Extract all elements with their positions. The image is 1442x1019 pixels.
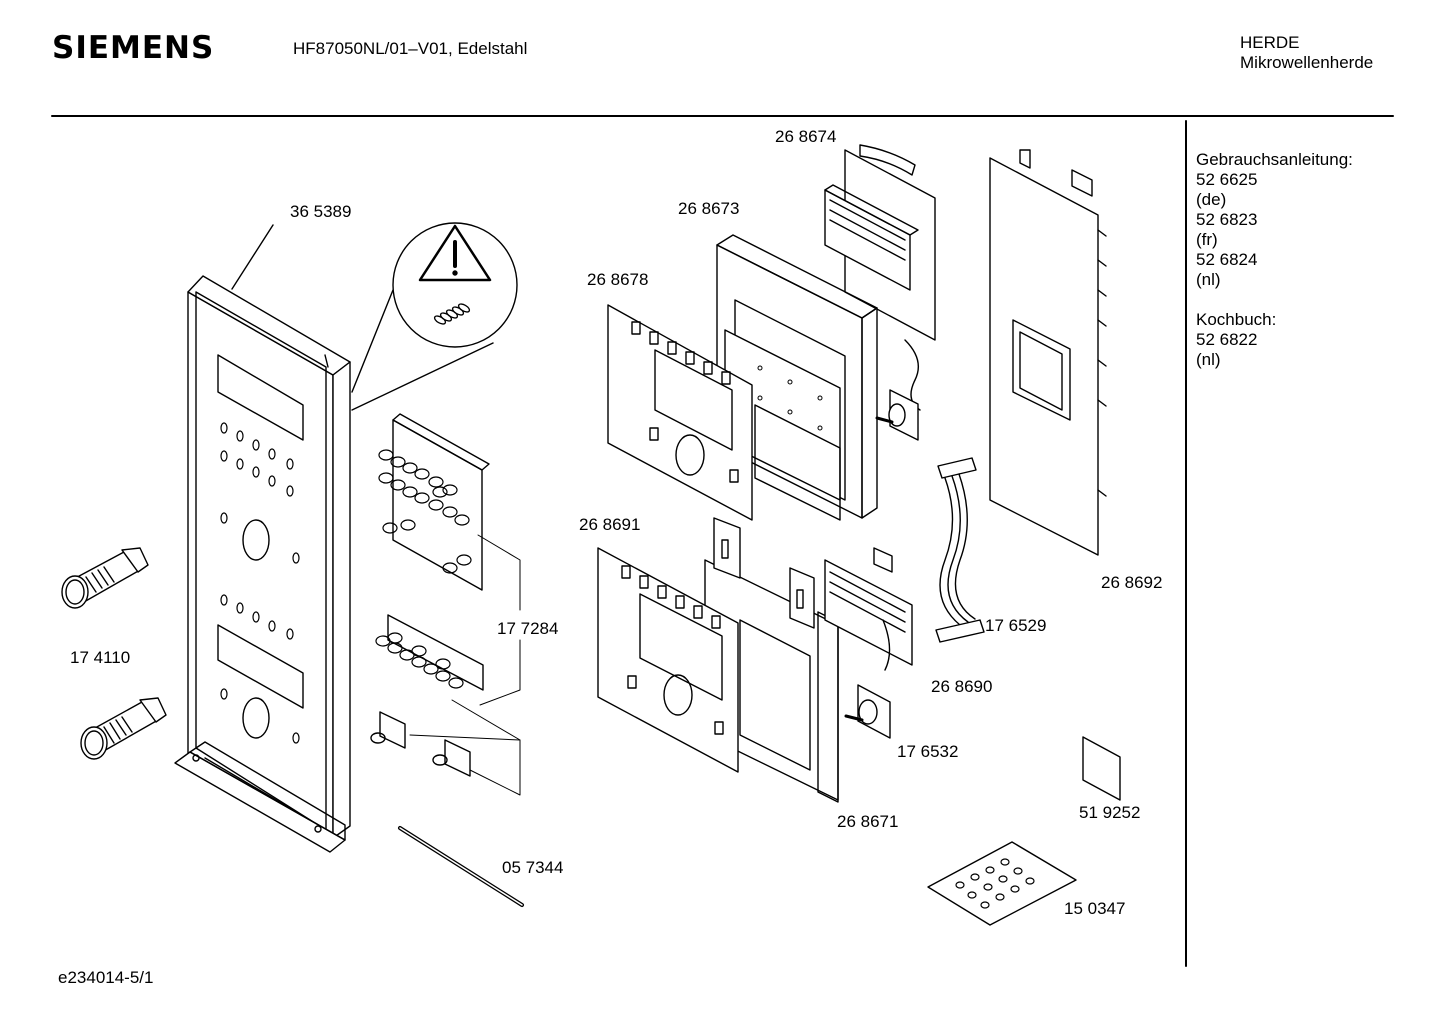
- brand-logo: SIEMENS: [52, 30, 215, 66]
- documentation-sidebar: Gebrauchsanleitung: 52 6625 (de) 52 6823…: [1196, 150, 1353, 370]
- front-panel-part: [188, 225, 350, 838]
- part-label-268678: 26 8678: [587, 270, 649, 289]
- cookbook-entry: (nl): [1196, 350, 1221, 369]
- part-label-150347: 15 0347: [1064, 899, 1126, 918]
- rod-part: [400, 828, 522, 905]
- manual-entry: 52 6824: [1196, 250, 1258, 269]
- knob-part-upper: [62, 548, 148, 608]
- manual-entry: 52 6625: [1196, 170, 1258, 189]
- part-label-057344: 05 7344: [502, 858, 564, 877]
- screw-bag-part: [928, 842, 1076, 925]
- part-label-177284: 17 7284: [497, 619, 559, 638]
- drawing-code: e234014-5/1: [58, 968, 154, 987]
- category-line-2: Mikrowellenherde: [1240, 53, 1374, 72]
- part-label-176529: 17 6529: [985, 616, 1047, 635]
- spring-icon: [433, 302, 470, 325]
- part-label-268671: 26 8671: [837, 812, 899, 831]
- manual-entry: 52 6823: [1196, 210, 1258, 229]
- manual-entry: (fr): [1196, 230, 1218, 249]
- manual-title: Gebrauchsanleitung:: [1196, 150, 1353, 169]
- rear-cover: [990, 150, 1106, 555]
- category-block: HERDE Mikrowellenherde: [1240, 33, 1373, 73]
- small-card-part: [1083, 737, 1120, 800]
- leader-lines: [410, 535, 520, 795]
- manual-entry: (de): [1196, 190, 1227, 209]
- part-label-176532: 17 6532: [897, 742, 959, 761]
- cookbook-entry: 52 6822: [1196, 330, 1258, 349]
- switch-pieces: [371, 712, 470, 776]
- part-label-268692: 26 8692: [1101, 573, 1163, 592]
- category-line-1: HERDE: [1240, 33, 1300, 52]
- ribbon-cable: [936, 458, 984, 642]
- button-board-lower: [376, 615, 483, 690]
- manual-entry: (nl): [1196, 270, 1221, 289]
- part-label-519252: 51 9252: [1079, 803, 1141, 822]
- part-label-268691: 26 8691: [579, 515, 641, 534]
- button-board-upper: [379, 414, 489, 590]
- part-label-268674: 26 8674: [775, 127, 837, 146]
- knob-part-lower: [81, 698, 166, 759]
- warning-triangle-icon: [420, 226, 490, 280]
- part-label-365389: 36 5389: [290, 202, 352, 221]
- upper-display-mask: [608, 305, 752, 520]
- upper-pcb: [825, 145, 935, 440]
- lower-display-mask: [598, 548, 738, 772]
- connector-blocks: [714, 518, 814, 628]
- part-label-174110: 17 4110: [70, 648, 131, 667]
- bottom-rail-part: [175, 742, 345, 852]
- part-label-268690: 26 8690: [931, 677, 993, 696]
- warning-callout: [352, 223, 517, 410]
- part-label-268673: 26 8673: [678, 199, 740, 218]
- model-title: HF87050NL/01–V01, Edelstahl: [293, 39, 528, 58]
- cookbook-title: Kochbuch:: [1196, 310, 1277, 329]
